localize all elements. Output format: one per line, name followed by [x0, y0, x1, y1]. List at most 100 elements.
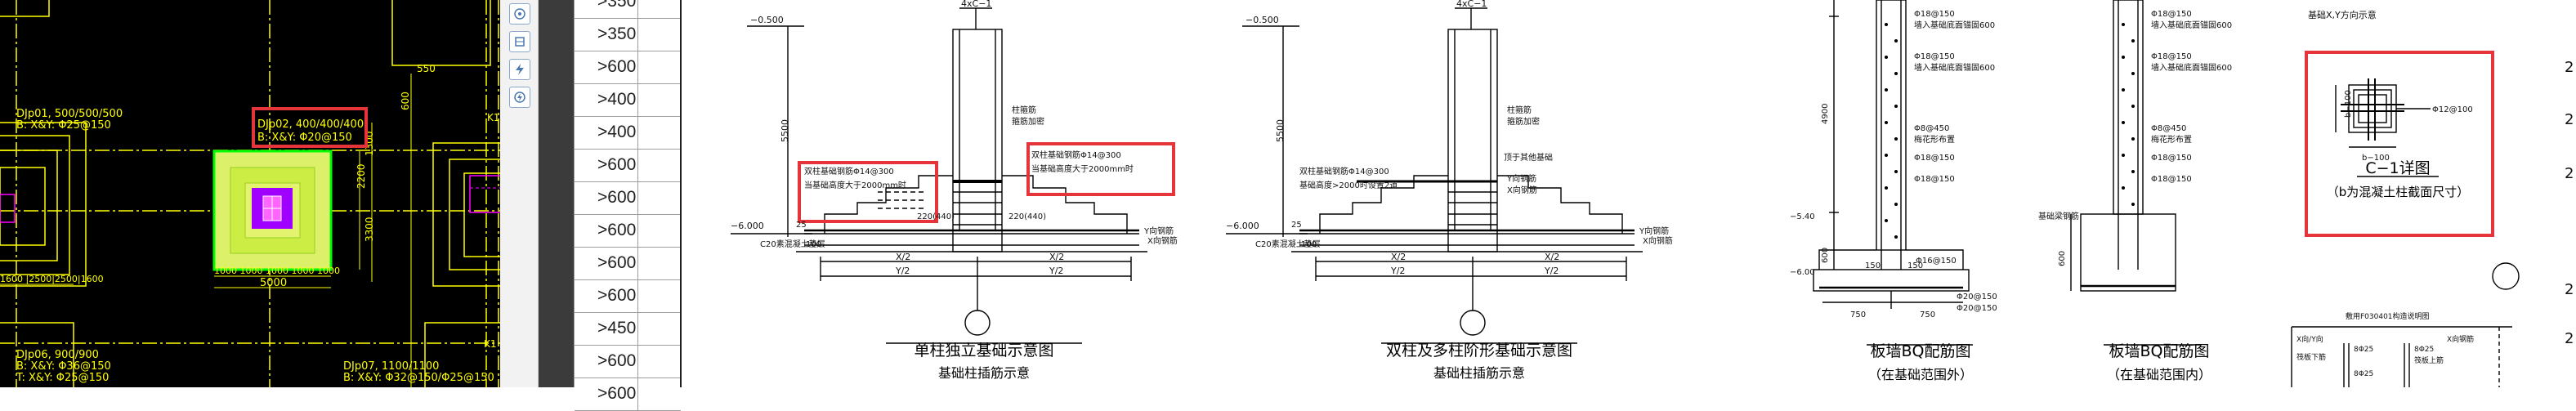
note-left-2: 当基础高度大于2000mm时 [804, 180, 906, 190]
label-y-rebar-2: Y向钢筋 [1639, 226, 1669, 236]
dim-y2-a-2: Y/2 [1390, 266, 1405, 276]
label-c20-1: C20素混凝土垫层 [760, 239, 825, 249]
table-row[interactable]: >600 [575, 149, 681, 182]
edge-mark: 2 [2565, 330, 2574, 347]
dim-600: 600 [400, 92, 411, 110]
cad-drawing[interactable]: DJp01, 500/500/500 B: X&Y: Φ25@150 DJp02… [0, 0, 500, 387]
dim-vertical-1: 5500 [780, 119, 790, 142]
dim-220-a: 220(440) [917, 212, 955, 221]
dim-100-1: 100 [806, 240, 821, 249]
caption-2: 双柱及多柱阶形基础示意图 [1386, 342, 1572, 360]
dim-3300: 3300 [364, 217, 375, 242]
label-top-rebar-2: 顶于其他基础 [1504, 152, 1553, 163]
drawing-raft-detail [2291, 262, 2520, 387]
wall4-r1b: 墙入基础底面锚固600 [2151, 20, 2232, 30]
table-row[interactable]: >600 [575, 51, 681, 84]
label-stirrup2-1: 箍筋加密 [1012, 116, 1044, 127]
column-left [0, 194, 16, 223]
target-icon[interactable] [509, 3, 530, 25]
label-footing-selected-2: B: X&Y: Φ20@150 [257, 132, 352, 144]
caption-1: 单柱独立基础示意图 [914, 342, 1053, 360]
wall3-dim-4900: 4900 [1821, 104, 1830, 124]
table-row[interactable]: >400 [575, 116, 681, 150]
wall3-r1: Φ18@150 [1914, 10, 1955, 19]
table-row[interactable]: >350 [575, 18, 681, 51]
label-c20-2: C20素混凝土垫层 [1255, 239, 1321, 249]
table-row[interactable]: >600 [575, 279, 681, 313]
footing-selected[interactable] [212, 150, 333, 271]
table-row[interactable]: >600 [575, 247, 681, 280]
table-row[interactable]: >600 [575, 345, 681, 378]
note-right-2: 当基础高度大于2000mm时 [1031, 163, 1134, 174]
tag-k1b: K1 [484, 338, 497, 350]
wall3-dim-600: 600 [1821, 248, 1830, 263]
table-cell-depth: >600 [575, 149, 638, 181]
drawing-multi-column-footing [1226, 7, 1643, 344]
wall3-r1b: 墙入基础底面锚固600 [1914, 20, 1995, 30]
wall3-elev-2: −6.00 [1790, 268, 1815, 277]
label-stirrup2-2: 箍筋加密 [1507, 116, 1540, 127]
table-row[interactable]: >350 [575, 0, 681, 19]
label-footing-lower-left-3: T: X&Y: Φ25@150 [16, 372, 109, 384]
table-row[interactable]: >600 [575, 214, 681, 248]
drawing-c1-detail [2335, 78, 2439, 177]
note-right-1: 双柱基础钢筋Φ14@300 [1031, 150, 1121, 160]
table-row[interactable]: >400 [575, 83, 681, 117]
footing-right [432, 142, 500, 287]
table-cell-depth: >600 [575, 247, 638, 279]
dimension-lines [0, 74, 412, 387]
bolt-icon[interactable] [509, 87, 530, 108]
dim-x2-b-1: X/2 [1049, 252, 1064, 262]
label-footing-lower-right-1: DJp07, 1100/1100 [343, 360, 439, 373]
highlight-note-left [798, 161, 938, 223]
label-x-rebar-r-2: X向钢筋 [1507, 185, 1537, 195]
label-footing-lower-left-2: B: X&Y: Φ36@150 [16, 360, 111, 373]
wall3-r2b: 墙入基础底面锚固600 [1914, 62, 1995, 73]
wall3-r5: Φ18@150 [1914, 175, 1955, 184]
dim-25-2: 25 [1291, 221, 1302, 230]
highlight-note-right [1026, 142, 1175, 196]
highlight-c1-detail [2305, 51, 2494, 237]
wall4-r1: Φ18@150 [2151, 10, 2192, 19]
dim-y2-a-1: Y/2 [895, 266, 910, 276]
edge-mark: 2 [2565, 59, 2574, 76]
raft-x: X向钢筋 [2447, 334, 2474, 344]
c1-header: 基础X,Y方向示意 [2308, 9, 2377, 20]
elev-top-1: −0.500 [750, 15, 784, 25]
wall3-dim-150a: 150 [1865, 261, 1881, 270]
dim-100-2: 100 [1301, 240, 1317, 249]
wall4-r4: Φ18@150 [2151, 154, 2192, 163]
raft-r2: 8Φ25 [2414, 346, 2434, 354]
label-y-rebar-r-2: Y向钢筋 [1506, 173, 1536, 184]
wall3-r3b: 梅花形布置 [1914, 134, 1955, 145]
bolt-icon[interactable] [509, 59, 530, 80]
raft-lbl2: 筏板上筋 [2414, 355, 2444, 365]
top-label-1: 4xC−1 [961, 0, 991, 9]
wall3-r6: Φ16@150 [1916, 257, 1957, 266]
table-cell-depth: >600 [575, 51, 638, 83]
drawing-wall-outside [1813, 0, 1973, 346]
c1-dim-b100-v: b−100 [2344, 90, 2353, 118]
table-row[interactable]: >600 [575, 181, 681, 215]
wall4-label-left: 基础梁钢筋 [2038, 211, 2079, 221]
wall4-r3: Φ8@450 [2151, 124, 2186, 133]
label-footing-selected-1: DJp02, 400/400/400 [257, 118, 364, 131]
subcaption-3: （在基础范围外） [1868, 367, 1973, 382]
depth-table: >350>350>600>400>400>600>600>600>600>600… [574, 0, 681, 411]
highlight-selected-label [252, 107, 368, 148]
raft-r3: 8Φ25 [2354, 370, 2373, 378]
dim-row-1000: 1000 1000 1000 1000 1000 [214, 266, 340, 276]
subcaption-5: （b为混凝土柱截面尺寸） [2327, 185, 2470, 199]
wall4-r2: Φ18@150 [2151, 52, 2192, 61]
raft-lbl1: 筏板下筋 [2296, 352, 2326, 362]
divider-line [680, 0, 682, 387]
table-row[interactable]: >600 [575, 377, 681, 411]
wall4-r5: Φ18@150 [2151, 175, 2192, 184]
table-cell-depth: >600 [575, 181, 638, 214]
structural-drawings: −0.500 −6.000 5500 4xC−1 双柱基础钢筋Φ14@300 当… [731, 0, 2574, 387]
wall4-r2b: 墙入基础底面锚固600 [2151, 62, 2232, 73]
cad-viewport[interactable]: DJp01, 500/500/500 B: X&Y: Φ25@150 DJp02… [0, 0, 500, 387]
layers-icon[interactable] [509, 31, 530, 52]
table-row[interactable]: >450 [575, 312, 681, 346]
